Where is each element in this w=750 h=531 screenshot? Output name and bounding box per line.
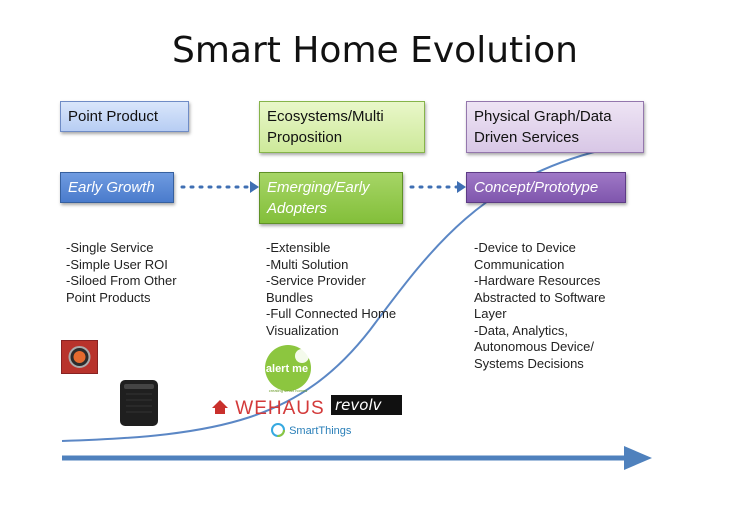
revolv-logo-text: revolv: [335, 396, 382, 414]
revolv-logo: revolv: [331, 395, 402, 415]
category-point-product-label: Point Product: [68, 108, 159, 125]
stage-1-description: -Single Service -Simple User ROI -Siloed…: [66, 240, 177, 306]
bullet-line: Visualization: [266, 322, 339, 338]
alertme-logo-text: alert me: [266, 363, 308, 375]
phase-concept: Concept/Prototype: [466, 172, 626, 203]
bullet-line: -Single Service: [66, 240, 154, 255]
category-physical-graph-line-2: Driven Services: [474, 129, 580, 146]
category-ecosystems-line-2: Proposition: [267, 129, 343, 146]
wehaus-logo: WEHAUS: [211, 398, 325, 420]
house-icon: [212, 400, 228, 414]
alertme-tagline: creating smart homes: [269, 388, 307, 393]
nest-thermostat-image: [61, 340, 98, 374]
bullet-line: Abstracted to Software: [474, 289, 606, 305]
bullet-line: -Service Provider: [266, 273, 366, 288]
bullet-line: Point Products: [66, 289, 151, 305]
bullet-line: -Data, Analytics,: [474, 322, 568, 338]
bullet-line: Layer: [474, 306, 507, 321]
bullet-line: -Siloed From Other: [66, 273, 177, 288]
bullet-line: Systems Decisions: [474, 355, 584, 371]
dotted-connector-1-head: [250, 181, 259, 193]
category-point-product: Point Product: [60, 101, 189, 132]
bullet-line: Autonomous Device/: [474, 339, 594, 354]
bullet-line: -Full Connected Home: [266, 306, 397, 321]
category-ecosystems-line-1: Ecosystems/Multi: [267, 108, 384, 125]
phase-emerging-line-1: Emerging/Early: [267, 179, 370, 196]
smartthings-logo-text: SmartThings: [289, 425, 352, 437]
phase-early-growth: Early Growth: [60, 172, 174, 203]
bullet-line: -Simple User ROI: [66, 256, 168, 272]
category-ecosystems: Ecosystems/Multi Proposition: [259, 101, 425, 153]
wehaus-logo-text: WEHAUS: [235, 398, 325, 419]
phase-concept-label: Concept/Prototype: [474, 179, 599, 196]
smartthings-logo: SmartThings: [270, 421, 351, 441]
stage-3-description: -Device to Device Communication -Hardwar…: [474, 240, 606, 372]
smartthings-ring-icon: [271, 423, 285, 437]
category-physical-graph-line-1: Physical Graph/Data: [474, 108, 612, 125]
phase-early-growth-label: Early Growth: [68, 179, 155, 196]
phase-emerging: Emerging/Early Adopters: [259, 172, 403, 224]
bullet-line: Bundles: [266, 289, 313, 305]
dotted-connector-2-head: [457, 181, 466, 193]
thermostat-icon: [68, 346, 91, 368]
alertme-logo: alert me creating smart homes: [265, 345, 311, 393]
stage-2-description: -Extensible -Multi Solution -Service Pro…: [266, 240, 396, 339]
category-physical-graph: Physical Graph/Data Driven Services: [466, 101, 644, 153]
bullet-line: -Device to Device: [474, 240, 576, 255]
time-axis-arrowhead: [624, 446, 652, 470]
page-title: Smart Home Evolution: [172, 30, 578, 71]
speaker-image: [120, 380, 158, 426]
phase-emerging-line-2: Adopters: [267, 200, 328, 217]
bullet-line: Communication: [474, 256, 565, 272]
bullet-line: -Multi Solution: [266, 256, 349, 272]
bullet-line: -Hardware Resources: [474, 273, 601, 288]
bullet-line: -Extensible: [266, 240, 331, 255]
